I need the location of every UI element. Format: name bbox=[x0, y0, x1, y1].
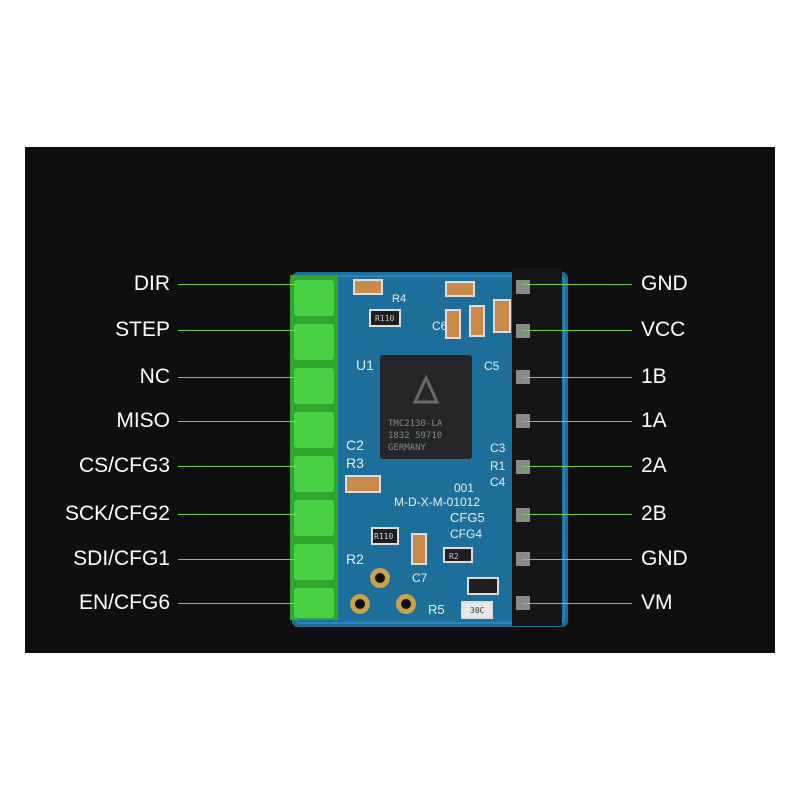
leader-line-1a bbox=[522, 421, 632, 422]
right-header-body bbox=[512, 268, 562, 626]
pin-label-en-cfg6: EN/CFG6 bbox=[78, 591, 170, 614]
pin-label-sdi-cfg1: SDI/CFG1 bbox=[73, 547, 170, 570]
silk-c2: C2 bbox=[346, 437, 364, 453]
leader-line-vcc bbox=[522, 330, 632, 331]
leader-line-1b bbox=[522, 377, 632, 378]
left-pin-header bbox=[290, 275, 338, 620]
leader-line-gnd-bottom bbox=[522, 559, 632, 560]
silk-r3: R3 bbox=[346, 455, 364, 471]
leader-line-sck bbox=[178, 514, 296, 515]
hole-center bbox=[375, 573, 385, 583]
right-pin-6 bbox=[516, 508, 530, 522]
silk-cfg4: CFG4 bbox=[450, 527, 482, 541]
right-pin-1 bbox=[516, 280, 530, 294]
pin-label-2b: 2B bbox=[641, 502, 667, 525]
hole-center bbox=[401, 599, 411, 609]
pin-label-vm: VM bbox=[641, 591, 673, 614]
chip-line-3: GERMANY bbox=[388, 443, 427, 453]
left-pin-2 bbox=[294, 324, 334, 360]
silk-r4: R4 bbox=[392, 293, 406, 305]
capacitor bbox=[469, 305, 485, 337]
left-pin-3 bbox=[294, 368, 334, 404]
silk-c5: C5 bbox=[484, 359, 500, 373]
silk-c7: C7 bbox=[412, 571, 428, 585]
pin-label-nc: NC bbox=[139, 365, 170, 388]
capacitor bbox=[353, 279, 383, 295]
capacitor bbox=[345, 475, 381, 493]
left-header-pins bbox=[294, 280, 334, 618]
pin-label-2a: 2A bbox=[641, 454, 667, 477]
pin-label-1a: 1A bbox=[641, 409, 667, 432]
leader-line-2a bbox=[522, 466, 632, 467]
resistor-code-1: R110 bbox=[375, 314, 395, 323]
resistor bbox=[461, 601, 493, 619]
right-pin-5 bbox=[516, 460, 530, 474]
pin-label-cs-cfg3: CS/CFG3 bbox=[78, 454, 170, 477]
leader-line-step bbox=[178, 330, 296, 331]
left-pin-6 bbox=[294, 500, 334, 536]
silk-cfg5: CFG5 bbox=[450, 510, 485, 525]
silk-c4: C4 bbox=[490, 475, 506, 489]
capacitor bbox=[445, 281, 475, 297]
resistor-code-3: R2 bbox=[449, 552, 459, 561]
silkscreen: U1 C2 R3 R2 R4 R5 C5 C6 C3 C4 C7 R1 001 … bbox=[346, 293, 506, 617]
pin-label-1b: 1B bbox=[641, 365, 667, 388]
pin-label-sck-cfg2: SCK/CFG2 bbox=[64, 502, 170, 525]
left-pin-4 bbox=[294, 412, 334, 448]
leader-line-nc bbox=[178, 377, 296, 378]
capacitor bbox=[445, 309, 461, 339]
pin-label-step: STEP bbox=[115, 318, 170, 341]
silk-u1: U1 bbox=[356, 357, 374, 373]
left-pin-5 bbox=[294, 456, 334, 492]
leader-line-sdi bbox=[178, 559, 296, 560]
leader-line-cs bbox=[178, 466, 296, 467]
resistor bbox=[467, 577, 499, 595]
chip-line-1: TMC2130-LA bbox=[388, 419, 443, 429]
silk-c3: C3 bbox=[490, 441, 506, 455]
silk-model: M-D-X-M-01012 bbox=[394, 495, 480, 509]
silk-r5: R5 bbox=[428, 602, 445, 617]
smd-components bbox=[345, 279, 511, 619]
right-pin-2 bbox=[516, 324, 530, 338]
resistor bbox=[369, 309, 401, 327]
chip-logo bbox=[412, 374, 440, 404]
silk-batch: 001 bbox=[454, 481, 474, 495]
pin-label-gnd-top: GND bbox=[641, 272, 688, 295]
right-pin-header bbox=[512, 268, 562, 626]
silk-r1: R1 bbox=[490, 459, 506, 473]
leader-line-en bbox=[178, 603, 296, 604]
pin-label-miso: MISO bbox=[116, 409, 170, 432]
pin-label-gnd-bottom: GND bbox=[641, 547, 688, 570]
silk-c6: C6 bbox=[432, 319, 448, 333]
left-pin-7 bbox=[294, 544, 334, 580]
capacitor bbox=[411, 533, 427, 565]
resistor-code-4: 30C bbox=[470, 606, 485, 615]
leader-line-vm bbox=[522, 603, 632, 604]
hole-center bbox=[355, 599, 365, 609]
resistor-code-2: R110 bbox=[374, 532, 394, 541]
leader-line-gnd-top bbox=[522, 284, 632, 285]
left-pin-8 bbox=[294, 588, 334, 618]
resistor bbox=[371, 527, 399, 545]
leader-line-miso bbox=[178, 421, 296, 422]
mounting-holes bbox=[350, 568, 416, 614]
chip-line-2: 1832 59710 bbox=[388, 431, 442, 441]
driver-chip: TMC2130-LA 1832 59710 GERMANY bbox=[380, 355, 472, 459]
silk-r2: R2 bbox=[346, 551, 364, 567]
pin-label-vcc: VCC bbox=[641, 318, 686, 341]
leader-line-dir bbox=[178, 284, 296, 285]
chip-body bbox=[380, 355, 472, 459]
left-pin-1 bbox=[294, 280, 334, 316]
capacitor bbox=[493, 299, 511, 333]
resistor bbox=[443, 547, 473, 563]
leader-line-2b bbox=[522, 514, 632, 515]
pin-label-dir: DIR bbox=[133, 272, 170, 295]
